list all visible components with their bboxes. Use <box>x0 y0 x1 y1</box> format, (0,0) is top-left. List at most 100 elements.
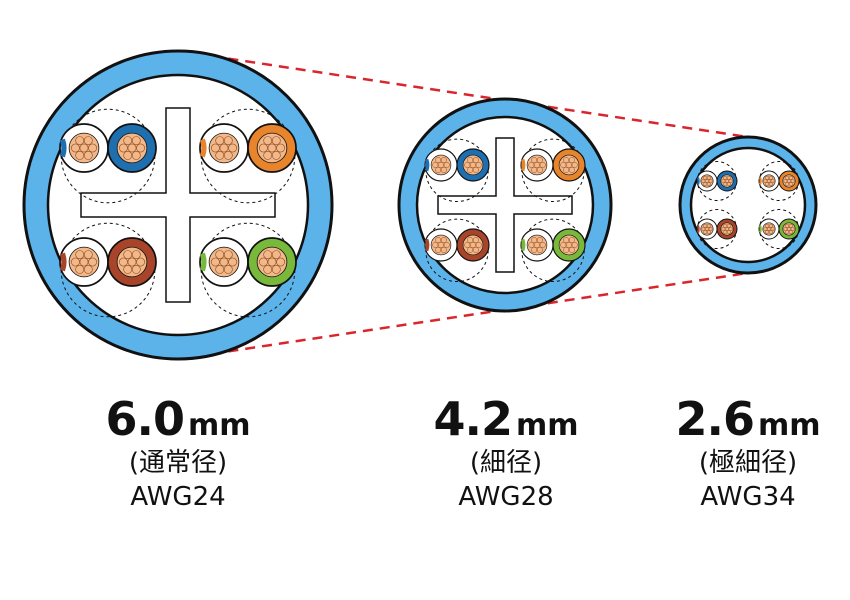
copper-strand <box>768 182 773 187</box>
copper-strand <box>83 151 93 160</box>
copper-strand <box>701 179 706 183</box>
copper-strand <box>263 136 273 145</box>
brown-pair <box>424 218 490 283</box>
copper-strand <box>568 246 575 253</box>
cross-separator <box>437 137 573 273</box>
wire-stripe <box>758 177 762 185</box>
copper-strand <box>726 230 731 235</box>
copper-strand <box>263 250 273 259</box>
wire-stripe <box>696 177 700 185</box>
copper-strand <box>783 227 788 231</box>
copper-strand <box>136 257 145 267</box>
copper-strand <box>475 242 482 248</box>
copper-strand <box>259 143 268 153</box>
copper-strand <box>563 237 570 244</box>
copper-strand <box>271 265 281 274</box>
copper-strand <box>79 257 89 267</box>
wire-stripe <box>59 252 67 272</box>
copper-strand <box>467 166 474 173</box>
copper-strand <box>136 143 145 153</box>
copper-strand <box>571 162 578 168</box>
copper-strand <box>560 162 567 168</box>
copper-strand <box>131 151 141 160</box>
copper-strand <box>131 136 141 145</box>
wire-stripe <box>199 252 207 272</box>
copper-strand <box>472 157 479 164</box>
copper-strand <box>568 157 575 164</box>
wire-stripe <box>758 225 762 233</box>
brown-pair <box>59 222 157 318</box>
copper-strand <box>472 237 479 244</box>
wire-stripe <box>696 225 700 233</box>
copper-strand <box>788 182 793 187</box>
copper-strand <box>475 162 482 168</box>
copper-strand <box>75 136 85 145</box>
copper-strand <box>79 143 89 153</box>
copper-strand <box>708 179 713 183</box>
wire-stripe <box>424 238 430 252</box>
copper-strand <box>571 242 578 248</box>
copper-strand <box>531 246 538 253</box>
copper-strand <box>788 175 793 180</box>
copper-strand <box>438 162 444 168</box>
copper-strand <box>267 257 277 267</box>
copper-strand <box>267 143 277 153</box>
cable-awg24-cross-section <box>22 49 334 361</box>
copper-strand <box>435 246 442 253</box>
copper-strand <box>223 265 233 274</box>
blue-wire <box>107 123 157 173</box>
cross-separator <box>80 107 276 303</box>
copper-strand <box>228 143 237 153</box>
white-wire <box>758 218 780 240</box>
copper-strand <box>438 242 444 248</box>
copper-strand <box>536 157 543 164</box>
white-wire <box>424 148 458 182</box>
copper-strand <box>726 182 731 187</box>
copper-strand <box>71 143 80 153</box>
copper-strand <box>790 179 795 183</box>
copper-strand <box>763 227 768 231</box>
green-wire <box>552 228 586 262</box>
copper-strand <box>219 257 229 267</box>
copper-strand <box>765 182 770 187</box>
wire-gauge: AWG24 <box>130 482 226 512</box>
orange-wire <box>247 123 297 173</box>
orange-wire <box>778 170 800 192</box>
cable-type: (通常径) <box>128 448 228 478</box>
copper-strand <box>443 242 450 248</box>
copper-strand <box>276 257 285 267</box>
copper-strand <box>470 162 476 168</box>
copper-strand <box>440 166 447 173</box>
wire-stripe <box>520 238 526 252</box>
copper-strand <box>708 227 713 231</box>
copper-strand <box>563 157 570 164</box>
copper-strand <box>767 179 771 183</box>
copper-strand <box>701 227 706 231</box>
copper-strand <box>271 136 281 145</box>
copper-strand <box>785 175 790 180</box>
copper-strand <box>440 157 447 164</box>
wire-gauge: AWG34 <box>700 482 796 512</box>
copper-strand <box>215 265 225 274</box>
copper-strand <box>536 166 543 173</box>
copper-strand <box>536 237 543 244</box>
copper-strand <box>534 242 540 248</box>
copper-strand <box>75 250 85 259</box>
cable-awg34-cross-section <box>678 135 818 275</box>
copper-strand <box>768 230 773 235</box>
copper-strand <box>215 151 225 160</box>
copper-strand <box>464 162 471 168</box>
copper-strand <box>768 175 773 180</box>
copper-strand <box>765 175 770 180</box>
copper-strand <box>464 242 471 248</box>
blue-pair <box>424 138 490 203</box>
copper-strand <box>531 157 538 164</box>
white-wire <box>696 218 718 240</box>
copper-strand <box>88 257 97 267</box>
copper-strand <box>728 227 733 231</box>
copper-strand <box>723 223 728 228</box>
